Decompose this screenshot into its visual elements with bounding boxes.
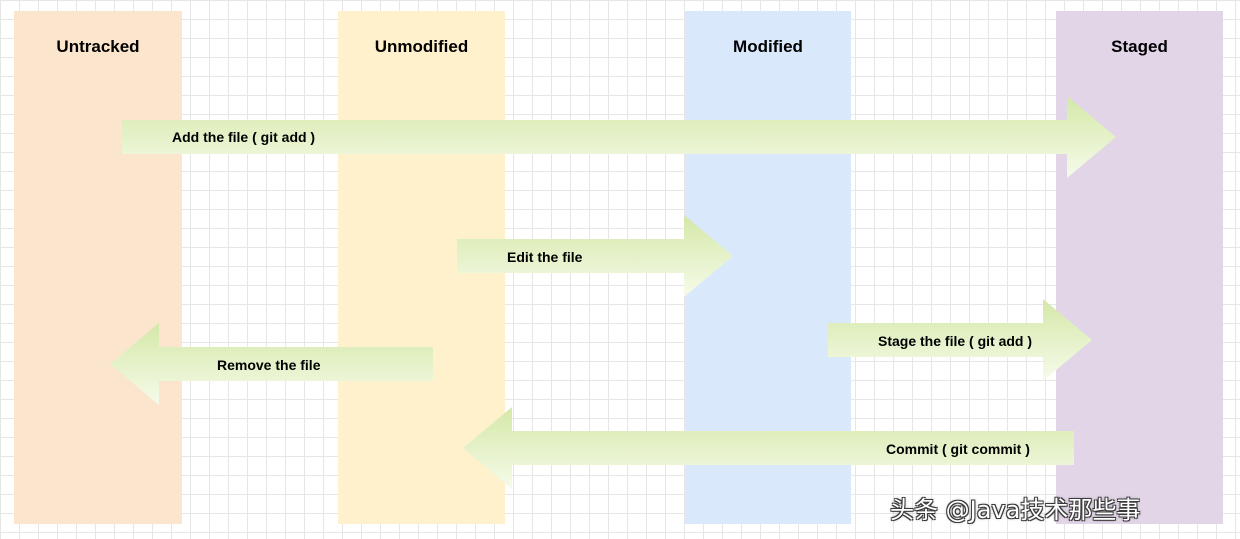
arrow-stage xyxy=(828,299,1092,381)
watermark-text: 头条 @Java技术那些事 xyxy=(890,496,1141,524)
arrow-label-remove: Remove the file xyxy=(217,357,321,373)
lane-title-unmodified: Unmodified xyxy=(374,37,469,56)
arrow-label-commit: Commit ( git commit ) xyxy=(886,441,1030,457)
arrow-label-stage: Stage the file ( git add ) xyxy=(878,333,1033,349)
arrow-label-edit: Edit the file xyxy=(507,249,583,265)
lane-untracked: Untracked xyxy=(14,11,182,524)
arrow-edit xyxy=(457,215,733,297)
arrow-label-add: Add the file ( git add ) xyxy=(172,129,316,145)
lane-title-untracked: Untracked xyxy=(56,37,140,56)
lane-title-modified: Modified xyxy=(733,37,803,56)
arrow-commit xyxy=(463,407,1074,489)
arrow-add xyxy=(122,96,1116,178)
lane-title-staged: Staged xyxy=(1111,37,1168,56)
arrow-remove xyxy=(110,323,433,405)
lane-staged: Staged xyxy=(1056,11,1223,524)
